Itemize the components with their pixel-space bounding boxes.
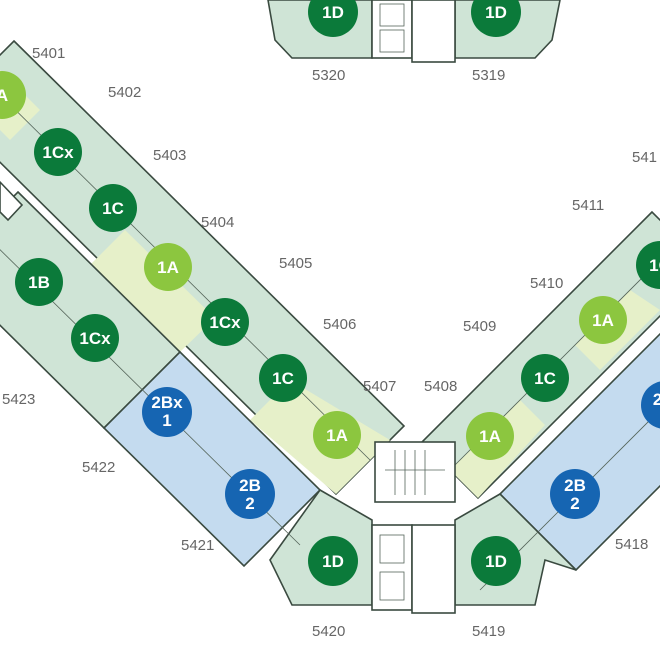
svg-text:1A: 1A bbox=[157, 258, 179, 277]
unit-number: 5422 bbox=[82, 459, 115, 476]
svg-text:2: 2 bbox=[570, 494, 579, 513]
svg-text:2B: 2B bbox=[239, 476, 261, 495]
svg-text:1D: 1D bbox=[322, 3, 344, 22]
unit-number: 5420 bbox=[312, 623, 345, 640]
unit-number: 5402 bbox=[108, 84, 141, 101]
unit-type-badge[interactable]: 1Cx bbox=[34, 128, 82, 176]
unit-number: 5409 bbox=[463, 318, 496, 335]
unit-type-badge[interactable]: 1C bbox=[521, 354, 569, 402]
unit-type-badge[interactable]: 1A bbox=[313, 411, 361, 459]
unit-type-badge[interactable]: 2B2 bbox=[225, 469, 275, 519]
unit-number: 5411 bbox=[572, 197, 604, 214]
svg-text:1C: 1C bbox=[102, 199, 124, 218]
unit-type-badge[interactable]: 1C bbox=[636, 241, 660, 289]
svg-text:2I: 2I bbox=[653, 390, 660, 409]
unit-number: 5320 bbox=[312, 67, 345, 84]
svg-text:1C: 1C bbox=[534, 369, 556, 388]
svg-text:2: 2 bbox=[245, 494, 254, 513]
unit-type-badge[interactable]: A bbox=[0, 71, 26, 119]
svg-text:1B: 1B bbox=[28, 273, 50, 292]
unit-type-badge[interactable]: 2B2 bbox=[550, 469, 600, 519]
unit-type-badge[interactable]: 1D bbox=[471, 536, 521, 586]
unit-numbers: 5401 5402 5403 5404 5405 5406 5407 5408 … bbox=[2, 45, 657, 640]
stair-left bbox=[0, 180, 24, 222]
unit-number: 5407 bbox=[363, 378, 396, 395]
svg-text:1A: 1A bbox=[479, 427, 501, 446]
svg-text:1C: 1C bbox=[649, 256, 660, 275]
unit-number: 5419 bbox=[472, 623, 505, 640]
unit-type-badge[interactable]: 1D bbox=[308, 536, 358, 586]
unit-number: 5403 bbox=[153, 147, 186, 164]
unit-type-badge[interactable]: 1Cx bbox=[201, 298, 249, 346]
svg-text:2B: 2B bbox=[564, 476, 586, 495]
svg-text:1D: 1D bbox=[485, 3, 507, 22]
unit-type-badge[interactable]: 1A bbox=[144, 243, 192, 291]
svg-text:1Cx: 1Cx bbox=[42, 143, 74, 162]
unit-type-badge[interactable]: 1C bbox=[259, 354, 307, 402]
unit-type-badge[interactable]: 1Cx bbox=[71, 314, 119, 362]
svg-text:1Cx: 1Cx bbox=[209, 313, 241, 332]
svg-text:2Bx: 2Bx bbox=[151, 393, 183, 412]
svg-text:1A: 1A bbox=[592, 311, 614, 330]
svg-text:1: 1 bbox=[162, 411, 171, 430]
svg-text:1A: 1A bbox=[326, 426, 348, 445]
unit-number: 5401 bbox=[32, 45, 65, 62]
unit-number: 5319 bbox=[472, 67, 505, 84]
core-lift-bottom bbox=[371, 524, 456, 614]
svg-text:A: A bbox=[0, 86, 8, 105]
unit-number: 5408 bbox=[424, 378, 457, 395]
core-stair bbox=[374, 441, 456, 503]
unit-number: 5406 bbox=[323, 316, 356, 333]
svg-text:1C: 1C bbox=[272, 369, 294, 388]
unit-type-badge[interactable]: 1B bbox=[15, 258, 63, 306]
unit-type-badge[interactable]: 1D bbox=[308, 0, 358, 37]
unit-number: 5421 bbox=[181, 537, 214, 554]
unit-number: 5405 bbox=[279, 255, 312, 272]
unit-number: 5423 bbox=[2, 391, 35, 408]
unit-type-markers: A 1Cx 1C 1A 1Cx 1C 1A 1B 1Cx 1C 1A 1C 1A… bbox=[0, 0, 660, 586]
svg-text:1D: 1D bbox=[485, 552, 507, 571]
unit-type-badge[interactable]: 1D bbox=[471, 0, 521, 37]
unit-number: 5410 bbox=[530, 275, 563, 292]
unit-number: 5418 bbox=[615, 536, 648, 553]
svg-text:1D: 1D bbox=[322, 552, 344, 571]
unit-number: 541 bbox=[632, 149, 657, 166]
unit-type-badge[interactable]: 1C bbox=[89, 184, 137, 232]
unit-number: 5404 bbox=[201, 214, 234, 231]
unit-type-badge[interactable]: 1A bbox=[579, 296, 627, 344]
svg-text:1Cx: 1Cx bbox=[79, 329, 111, 348]
unit-type-badge[interactable]: 2I bbox=[641, 381, 660, 429]
unit-type-badge[interactable]: 1A bbox=[466, 412, 514, 460]
